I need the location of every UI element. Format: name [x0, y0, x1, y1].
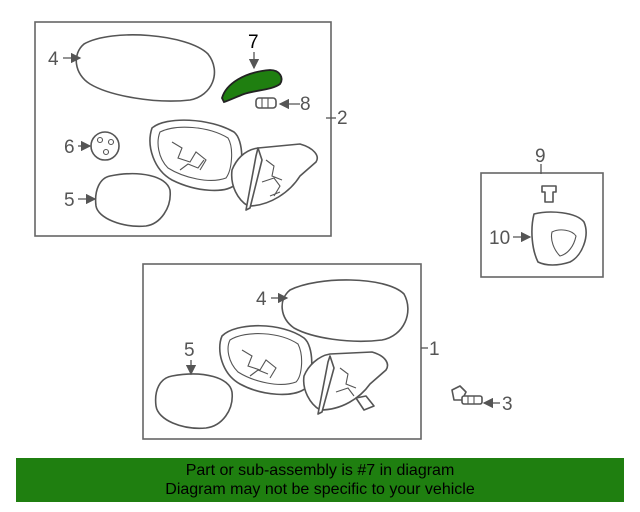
callout-4-lower: 4	[256, 289, 267, 310]
mirror-housing-assembly-1[interactable]	[218, 324, 389, 415]
callout-6: 6	[64, 137, 75, 158]
callout-10: 10	[489, 228, 510, 249]
mirror-glass-part-lower[interactable]	[154, 373, 233, 430]
mirror-cover-part-10[interactable]	[531, 211, 587, 266]
mirror-cover-part[interactable]	[75, 34, 216, 102]
banner-line-disclaimer: Diagram may not be specific to your vehi…	[165, 481, 475, 498]
bulb-socket-part[interactable]	[255, 97, 277, 109]
callout-3: 3	[502, 394, 513, 415]
mirror-motor-part[interactable]	[90, 131, 120, 161]
callout-5-upper: 5	[64, 190, 75, 211]
callout-5-lower: 5	[184, 340, 195, 361]
callout-2: 2	[337, 108, 348, 129]
turn-signal-lamp-part[interactable]	[221, 69, 283, 104]
info-banner: Part or sub-assembly is #7 in diagram Di…	[16, 458, 624, 502]
callout-7: 7	[248, 32, 259, 53]
clip-part-9[interactable]	[541, 185, 557, 203]
callout-4-upper: 4	[48, 49, 59, 70]
callout-8: 8	[300, 94, 311, 115]
callout-9: 9	[535, 146, 546, 167]
callout-1: 1	[429, 339, 440, 360]
mirror-cover-part-lower[interactable]	[281, 279, 409, 343]
mirror-glass-part[interactable]	[94, 172, 171, 228]
banner-line-part-number: Part or sub-assembly is #7 in diagram	[185, 462, 455, 479]
mirror-housing-assembly-2[interactable]	[149, 119, 318, 211]
screw-part-3[interactable]	[451, 385, 483, 405]
